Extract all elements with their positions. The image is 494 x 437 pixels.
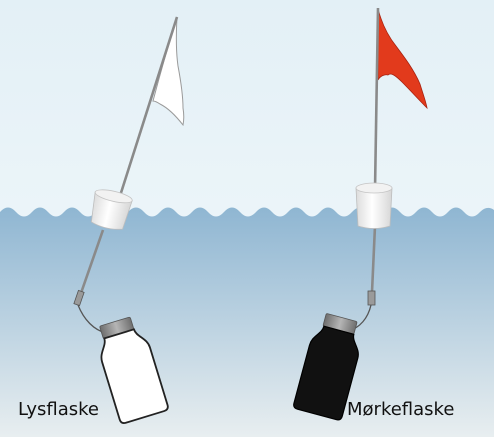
float-buoy [356, 183, 392, 229]
dark-bottle-label: Mørkeflaske [347, 401, 454, 419]
rod-clip [368, 291, 375, 305]
light-bottle-label: Lysflaske [18, 401, 99, 419]
